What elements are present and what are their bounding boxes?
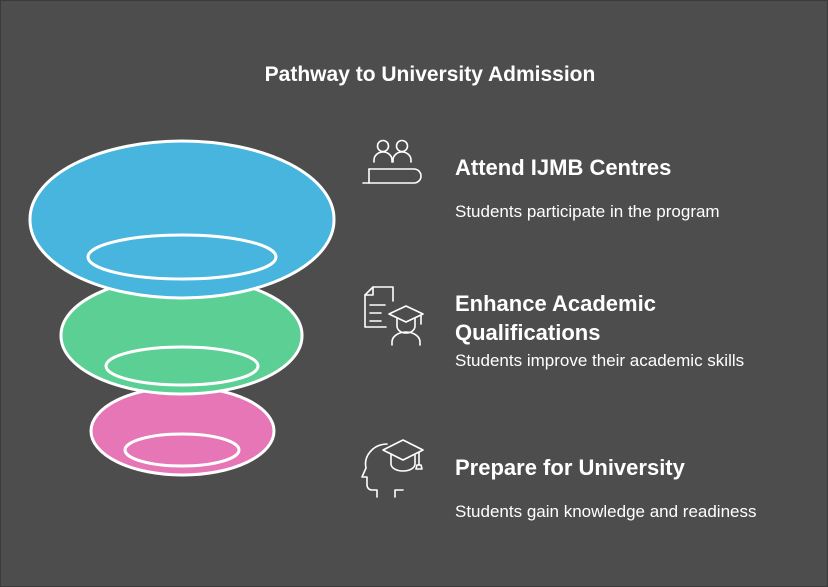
- stage-1-title: Attend IJMB Centres: [455, 155, 672, 180]
- funnel-stage-1-opening: [86, 233, 278, 281]
- document-graduate-icon: [364, 286, 424, 346]
- funnel-stage-2-opening: [104, 345, 260, 387]
- stage-2-description: Students improve their academic skills: [455, 351, 745, 370]
- stage-2-title: Enhance Academic Qualifications: [455, 291, 656, 345]
- diagram-title: Pathway to University Admission: [264, 63, 596, 86]
- stage-3-title: Prepare for University: [455, 455, 685, 480]
- stage-1-description: Students participate in the program: [455, 202, 720, 221]
- classroom-students-icon: [362, 139, 422, 184]
- stage-3-description: Students gain knowledge and readiness: [455, 502, 757, 521]
- funnel-stage-3-opening: [123, 432, 241, 468]
- head-graduation-cap-icon: [361, 439, 424, 498]
